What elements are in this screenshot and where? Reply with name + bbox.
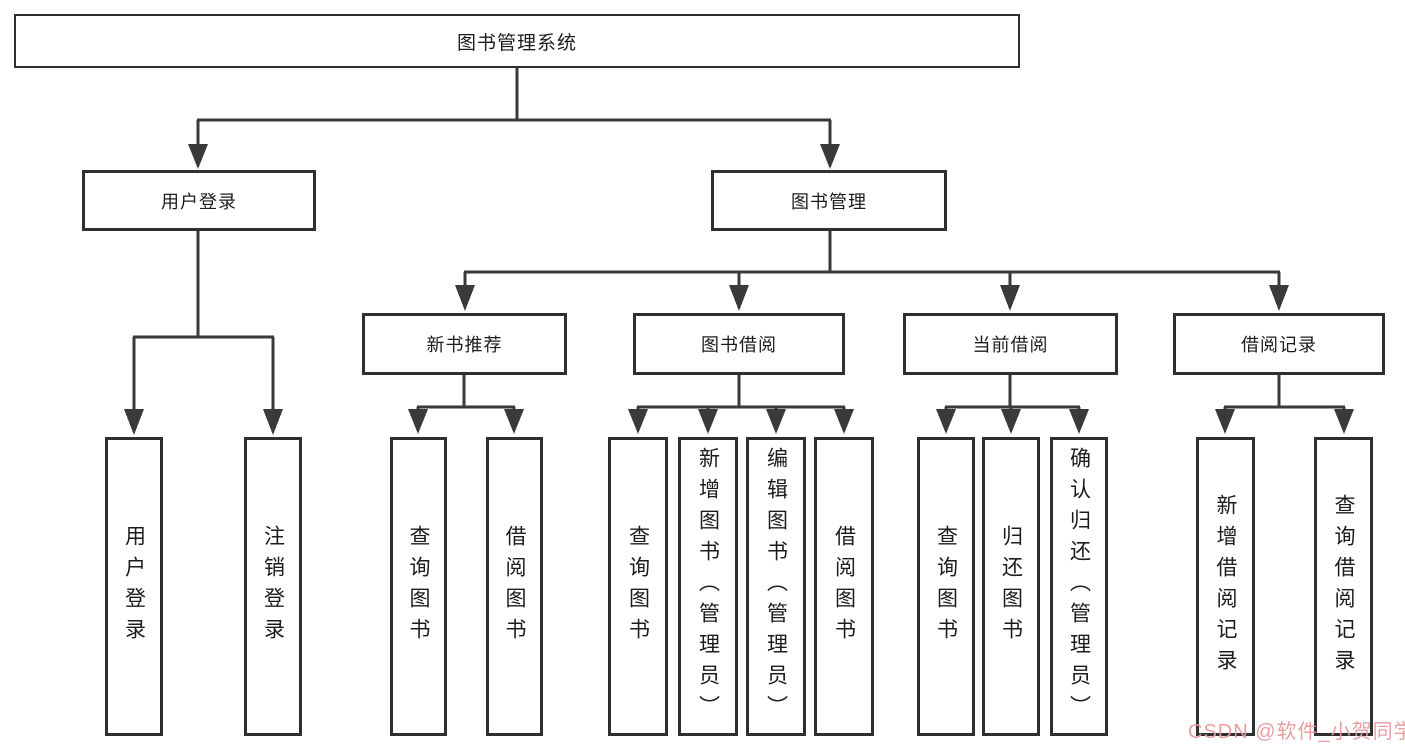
connector-current-borrow-children [944, 375, 1081, 410]
arrowhead-down-icon [1215, 409, 1235, 434]
arrowhead-down-icon [1001, 409, 1021, 434]
leaf-return-books: 归还图书 [982, 437, 1040, 736]
arrowhead-down-icon [936, 409, 956, 434]
node-new-book-recommend: 新书推荐 [362, 313, 567, 375]
watermark: CSDN @软件_小贺同学 [1188, 721, 1405, 743]
node-book-borrow: 图书借阅 [633, 313, 845, 375]
arrowhead-down-icon [124, 409, 144, 435]
node-current-borrow: 当前借阅 [903, 313, 1118, 375]
node-label: 图书管理 [791, 191, 867, 212]
node-label: 注销登录 [261, 524, 285, 649]
arrowhead-down-icon [408, 409, 428, 434]
node-label: 归还图书 [999, 524, 1023, 649]
leaf-edit-book-admin: 编辑图书（管理员） [746, 437, 806, 736]
node-book-management: 图书管理 [711, 170, 947, 231]
connector-root-to-level2 [196, 68, 832, 146]
connector-user-login-children [132, 231, 275, 410]
node-label: 图书管理系统 [456, 32, 577, 54]
arrowhead-down-icon [188, 144, 208, 169]
arrowhead-down-icon [766, 409, 786, 434]
arrowhead-down-icon [263, 409, 283, 435]
node-borrow-records: 借阅记录 [1173, 313, 1385, 375]
node-label: 当前借阅 [972, 335, 1049, 355]
arrowhead-down-icon [1334, 409, 1354, 434]
arrowhead-down-icon [1000, 285, 1020, 311]
node-label: 用户登录 [122, 524, 146, 649]
arrowhead-down-icon [834, 409, 854, 434]
node-label: 查询图书 [407, 524, 430, 649]
leaf-borrow-books-recommend: 借阅图书 [486, 437, 543, 736]
connector-book-borrow-children [636, 375, 846, 410]
node-library-system: 图书管理系统 [14, 14, 1020, 68]
arrowhead-down-icon [820, 144, 840, 169]
node-user-login: 用户登录 [82, 170, 316, 231]
arrowhead-down-icon [1069, 409, 1089, 434]
node-label: 借阅记录 [1241, 335, 1317, 355]
leaf-query-books-borrow: 查询图书 [608, 437, 668, 736]
connector-borrow-record-children [1223, 375, 1346, 410]
node-label: 用户登录 [161, 191, 237, 212]
arrowhead-down-icon [455, 285, 475, 311]
leaf-add-book-admin: 新增图书（管理员） [678, 437, 738, 736]
arrowhead-down-icon [729, 285, 749, 311]
arrowhead-down-icon [628, 409, 648, 434]
node-label: 新增图书（管理员） [696, 447, 720, 726]
node-label: 新增借阅记录 [1214, 493, 1237, 680]
arrowhead-down-icon [1269, 285, 1289, 311]
leaf-add-borrow-record: 新增借阅记录 [1196, 437, 1255, 736]
node-label: 图书借阅 [701, 335, 777, 355]
leaf-query-borrow-record: 查询借阅记录 [1314, 437, 1373, 736]
node-label: 新书推荐 [426, 335, 503, 355]
node-label: 编辑图书（管理员） [764, 447, 788, 726]
node-label: 查询图书 [626, 524, 650, 649]
node-label: 确认归还（管理员） [1067, 447, 1091, 726]
leaf-borrow-books: 借阅图书 [814, 437, 874, 736]
arrowhead-down-icon [504, 409, 524, 434]
leaf-logout: 注销登录 [244, 437, 302, 736]
connector-new-book-children [416, 375, 516, 410]
leaf-user-login: 用户登录 [105, 437, 163, 736]
node-label: 借阅图书 [503, 524, 526, 649]
node-label: 借阅图书 [832, 524, 856, 649]
leaf-confirm-return-admin: 确认归还（管理员） [1050, 437, 1108, 736]
leaf-query-books-recommend: 查询图书 [390, 437, 447, 736]
node-label: 查询图书 [934, 524, 958, 649]
arrowhead-down-icon [698, 409, 718, 434]
connector-book-management-children [463, 231, 1281, 286]
node-label: 查询借阅记录 [1332, 493, 1355, 680]
leaf-query-books-current: 查询图书 [917, 437, 975, 736]
